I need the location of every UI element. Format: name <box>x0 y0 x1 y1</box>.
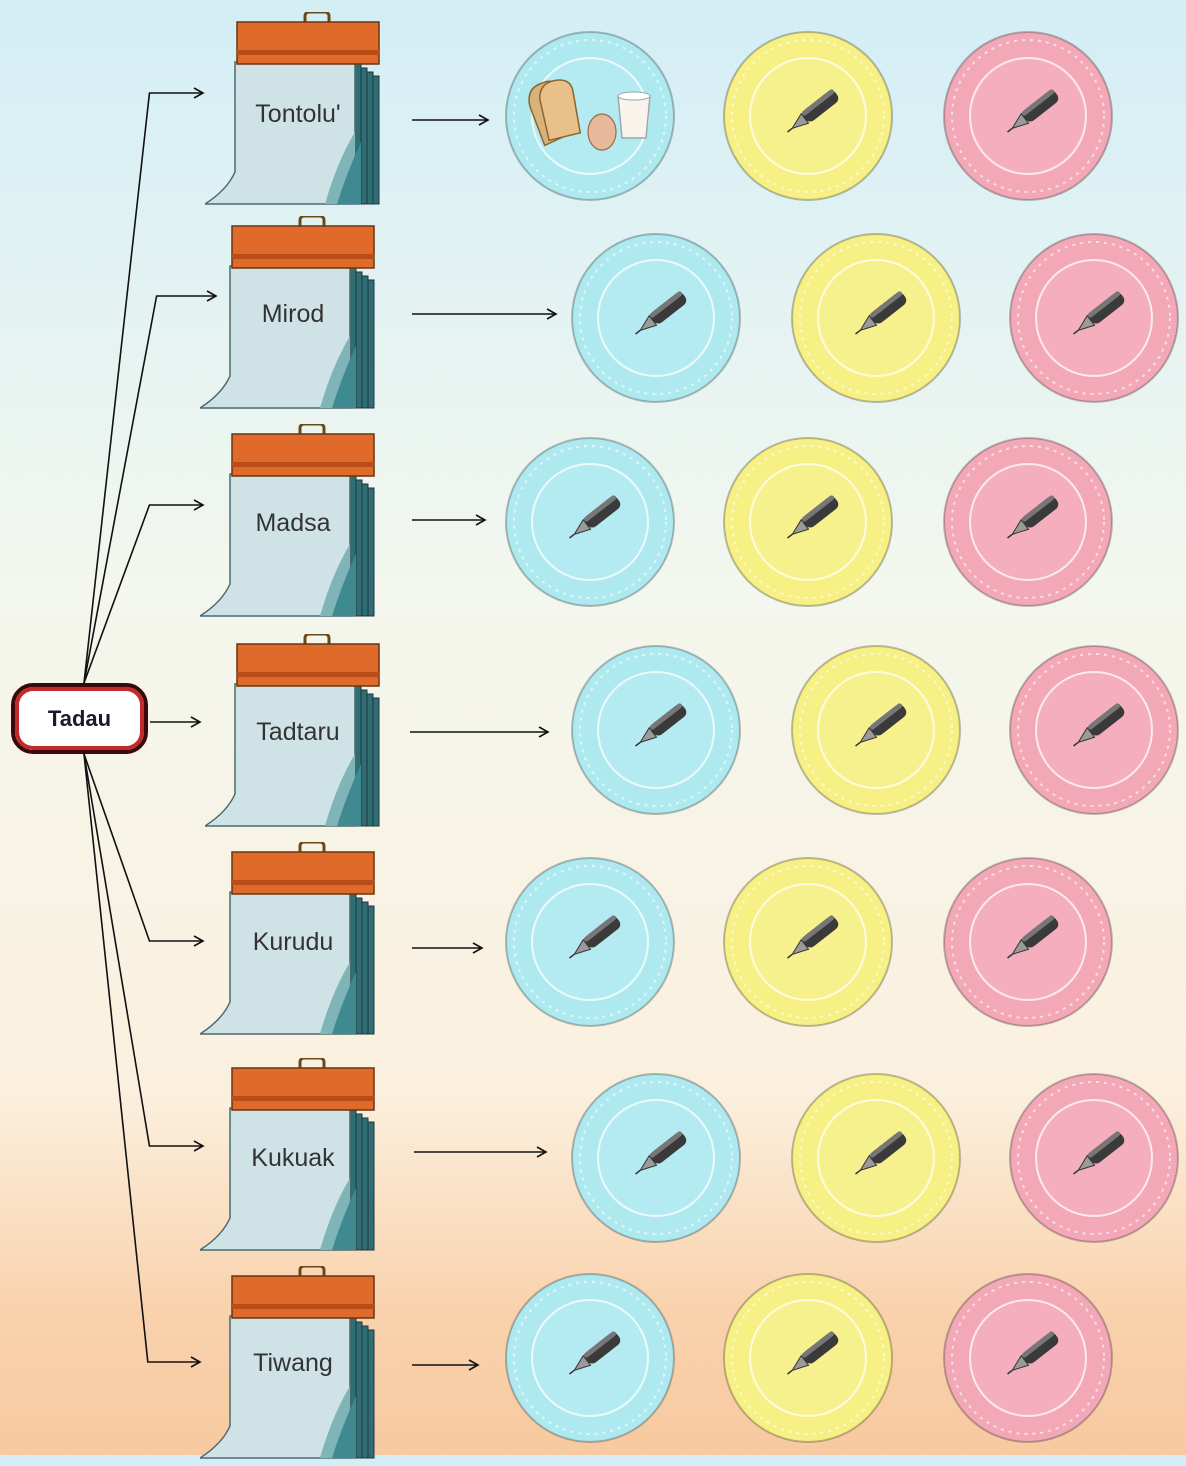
pen-icon <box>635 1131 687 1175</box>
plate-pen <box>1008 644 1180 816</box>
calendar-icon: Kukuak <box>200 1058 380 1258</box>
plate-pen <box>942 30 1114 202</box>
pen-icon <box>855 703 907 747</box>
branch-arrow <box>83 753 205 947</box>
plate-pen <box>504 1272 676 1444</box>
branch-arrow <box>83 290 218 684</box>
day-label: Tiwang <box>253 1349 333 1377</box>
pen-icon <box>635 703 687 747</box>
branch-arrow <box>83 87 205 684</box>
pen-icon <box>1073 291 1125 335</box>
plate-breakfast <box>504 30 676 202</box>
plate-pen <box>722 436 894 608</box>
branch-arrow <box>83 499 205 684</box>
plate-pen <box>504 436 676 608</box>
pen-icon <box>1073 1131 1125 1175</box>
pen-icon <box>787 89 839 133</box>
plate-pen <box>722 30 894 202</box>
plate-pen <box>722 1272 894 1444</box>
day-label: Kukuak <box>251 1144 335 1172</box>
day-label: Tontolu' <box>255 100 341 128</box>
pen-icon <box>787 1331 839 1375</box>
calendar-icon: Tadtaru <box>205 634 385 834</box>
day-label: Madsa <box>255 509 331 537</box>
breakfast-icon <box>528 79 651 151</box>
day-label: Mirod <box>261 300 325 328</box>
branch-arrow <box>83 753 202 1368</box>
pen-icon <box>569 1331 621 1375</box>
root-label: Tadau <box>47 705 112 731</box>
pen-icon <box>855 1131 907 1175</box>
pen-icon <box>855 291 907 335</box>
calendar-icon: Kurudu <box>200 842 380 1042</box>
plate-pen <box>790 644 962 816</box>
plate-pen <box>1008 1072 1180 1244</box>
pen-icon <box>1073 703 1125 747</box>
pen-icon <box>787 495 839 539</box>
branch-arrow <box>83 753 205 1152</box>
pen-icon <box>1007 1331 1059 1375</box>
plate-pen <box>1008 232 1180 404</box>
plate-pen <box>504 856 676 1028</box>
pen-icon <box>569 495 621 539</box>
calendar-icon: Tiwang <box>200 1266 380 1466</box>
calendar-icon: Tontolu' <box>205 12 385 212</box>
plate-pen <box>722 856 894 1028</box>
day-label: Kurudu <box>252 928 334 956</box>
pen-icon <box>635 291 687 335</box>
calendar-icon: Mirod <box>200 216 380 416</box>
pen-icon <box>1007 89 1059 133</box>
plate-pen <box>570 644 742 816</box>
pen-icon <box>569 915 621 959</box>
plate-pen <box>790 232 962 404</box>
plate-pen <box>942 436 1114 608</box>
plate-pen <box>570 232 742 404</box>
plate-pen <box>942 856 1114 1028</box>
pen-icon <box>1007 915 1059 959</box>
plate-pen <box>570 1072 742 1244</box>
root-node-tadau: Tadau <box>11 683 148 754</box>
day-label: Tadtaru <box>256 718 340 746</box>
plate-pen <box>942 1272 1114 1444</box>
pen-icon <box>787 915 839 959</box>
pen-icon <box>1007 495 1059 539</box>
plate-pen <box>790 1072 962 1244</box>
calendar-icon: Madsa <box>200 424 380 624</box>
